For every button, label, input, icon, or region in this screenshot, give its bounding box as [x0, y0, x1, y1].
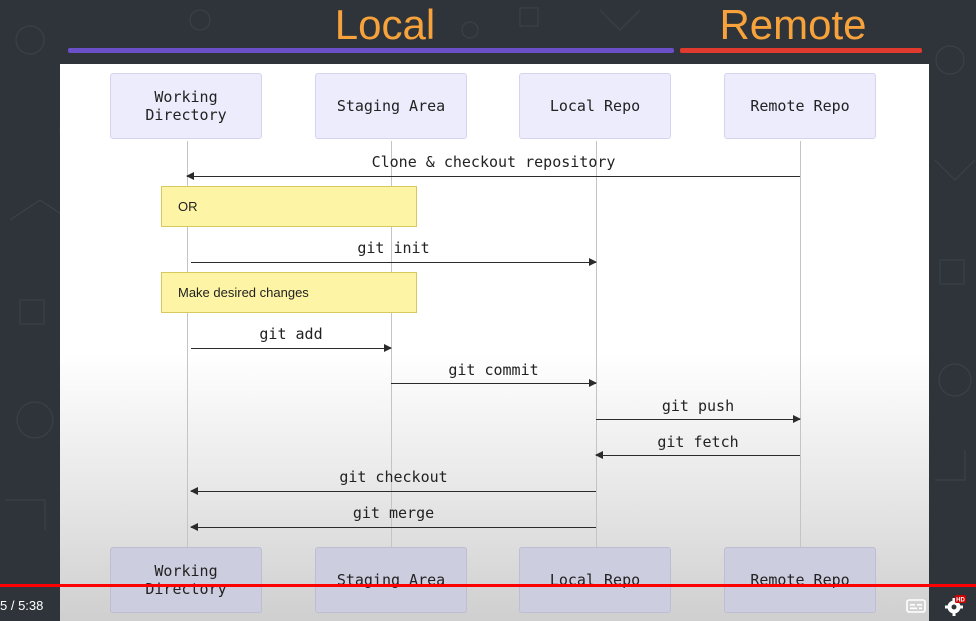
settings-gear-icon[interactable]: HD	[944, 595, 966, 617]
arrowhead-left-icon	[186, 172, 194, 180]
actor-working-directory-top: Working Directory	[110, 73, 262, 139]
hd-badge: HD	[956, 597, 965, 603]
remote-section-title: Remote	[719, 1, 867, 48]
message-git-fetch-label: git fetch	[657, 433, 739, 451]
actor-local-repo-top: Local Repo	[519, 73, 671, 139]
message-git-push-label: git push	[661, 397, 735, 415]
arrowhead-right-icon	[793, 415, 801, 423]
progress-bar[interactable]	[0, 584, 976, 587]
message-git-fetch-arrow	[595, 451, 800, 459]
actor-remote-repo-top: Remote Repo	[724, 73, 876, 139]
remote-underline	[680, 48, 922, 53]
arrowhead-left-icon	[595, 451, 603, 459]
local-section-title: Local	[334, 1, 436, 48]
note-make-changes: Make desired changes	[161, 272, 417, 313]
progress-fill	[0, 584, 976, 587]
lifeline-remote-repo	[800, 141, 801, 551]
arrowhead-right-icon	[589, 258, 597, 266]
message-git-add-label: git add	[259, 325, 323, 343]
message-git-add-arrow	[191, 344, 392, 352]
lifeline-local-repo	[596, 141, 597, 551]
message-git-init-arrow	[191, 258, 597, 266]
message-clone-label: Clone & checkout repository	[371, 153, 616, 171]
message-git-commit-label: git commit	[448, 361, 539, 379]
message-git-checkout-label: git checkout	[339, 468, 448, 486]
arrowhead-right-icon	[589, 379, 597, 387]
video-controls: 5 / 5:38 HD	[0, 584, 976, 621]
arrowhead-left-icon	[190, 523, 198, 531]
actor-local-repo-bottom: Local Repo	[519, 547, 671, 613]
note-or: OR	[161, 186, 417, 227]
message-clone-arrow	[186, 172, 800, 180]
message-git-commit-arrow	[391, 379, 597, 387]
subtitles-icon[interactable]	[906, 599, 926, 613]
actor-staging-area-top: Staging Area	[315, 73, 467, 139]
message-git-init-label: git init	[357, 239, 430, 257]
actor-staging-area-bottom: Staging Area	[315, 547, 467, 613]
arrowhead-right-icon	[384, 344, 392, 352]
message-git-merge-arrow	[190, 523, 596, 531]
time-display: 5 / 5:38	[0, 598, 44, 613]
message-git-checkout-arrow	[190, 487, 596, 495]
local-underline	[68, 48, 674, 53]
message-git-merge-label: git merge	[352, 504, 435, 522]
message-git-push-arrow	[596, 415, 801, 423]
sequence-diagram-slide: Working Directory Staging Area Local Rep…	[60, 64, 929, 621]
lifeline-working-directory	[187, 141, 188, 551]
arrowhead-left-icon	[190, 487, 198, 495]
actor-working-directory-bottom: Working Directory	[110, 547, 262, 613]
